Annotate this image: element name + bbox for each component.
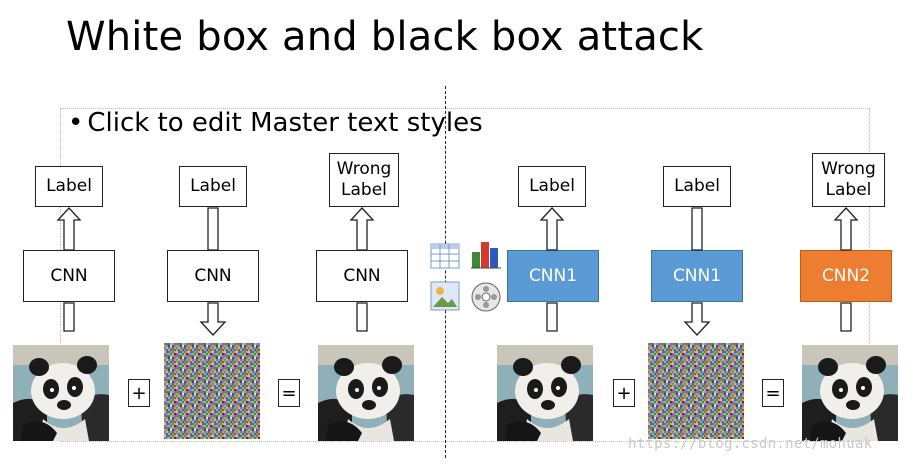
insert-picture-icon[interactable]	[430, 281, 460, 311]
wb-panda-image-2	[318, 345, 414, 441]
bullet-row[interactable]: •Click to edit Master text styles	[68, 108, 483, 138]
wb-equals-sign: =	[278, 379, 300, 407]
bb-plus-sign: +	[613, 379, 635, 407]
wb-up-arrow-1	[56, 207, 82, 251]
wb-up-arrow-3	[349, 207, 375, 251]
bb-up-arrow-3	[833, 207, 859, 251]
section-divider	[445, 86, 446, 458]
watermark-text: https://blog.csdn.net/mohuak	[628, 436, 873, 452]
wb-down-arrow-2b	[199, 302, 227, 336]
wb-cnn-box-2: CNN	[167, 250, 259, 302]
wb-cnn-box-1: CNN	[23, 250, 115, 302]
bb-down-arrow-2a	[691, 207, 703, 251]
wb-panda-image-1	[13, 345, 109, 441]
bb-cnn2-box: CNN2	[800, 250, 892, 302]
wb-noise-image	[164, 343, 260, 439]
wb-down-arrow-2a	[207, 207, 219, 251]
insert-table-icon[interactable]	[430, 242, 460, 270]
bb-noise-image	[648, 343, 744, 439]
wb-label-box-1: Label	[35, 166, 103, 207]
wb-label-box-3: Wrong Label	[329, 153, 399, 207]
bb-label-box-3: Wrong Label	[812, 153, 885, 207]
wb-cnn-box-3: CNN	[316, 250, 408, 302]
bb-up-arrow-1	[539, 207, 565, 251]
bb-label-box-2: Label	[663, 166, 731, 207]
wb-plus-sign: +	[128, 379, 150, 407]
wb-label-box-2: Label	[179, 166, 247, 207]
bullet-dot: •	[68, 108, 84, 138]
bullet-text: Click to edit Master text styles	[87, 108, 483, 138]
bb-label-box-1: Label	[518, 166, 586, 207]
bb-equals-sign: =	[762, 379, 784, 407]
insert-media-icon[interactable]	[470, 281, 502, 313]
bb-panda-image-2	[802, 345, 898, 441]
bb-up-arrow-img-1	[546, 302, 558, 332]
bb-up-arrow-img-3	[840, 302, 852, 332]
wb-up-arrow-img-3	[356, 302, 368, 332]
insert-chart-icon[interactable]	[470, 238, 502, 270]
bb-cnn1-box-1: CNN1	[507, 250, 599, 302]
bb-panda-image-1	[497, 345, 593, 441]
slide-title[interactable]: White box and black box attack	[66, 14, 704, 60]
bb-down-arrow-2b	[683, 302, 711, 336]
bb-cnn1-box-2: CNN1	[651, 250, 743, 302]
wb-up-arrow-img-1	[63, 302, 75, 332]
